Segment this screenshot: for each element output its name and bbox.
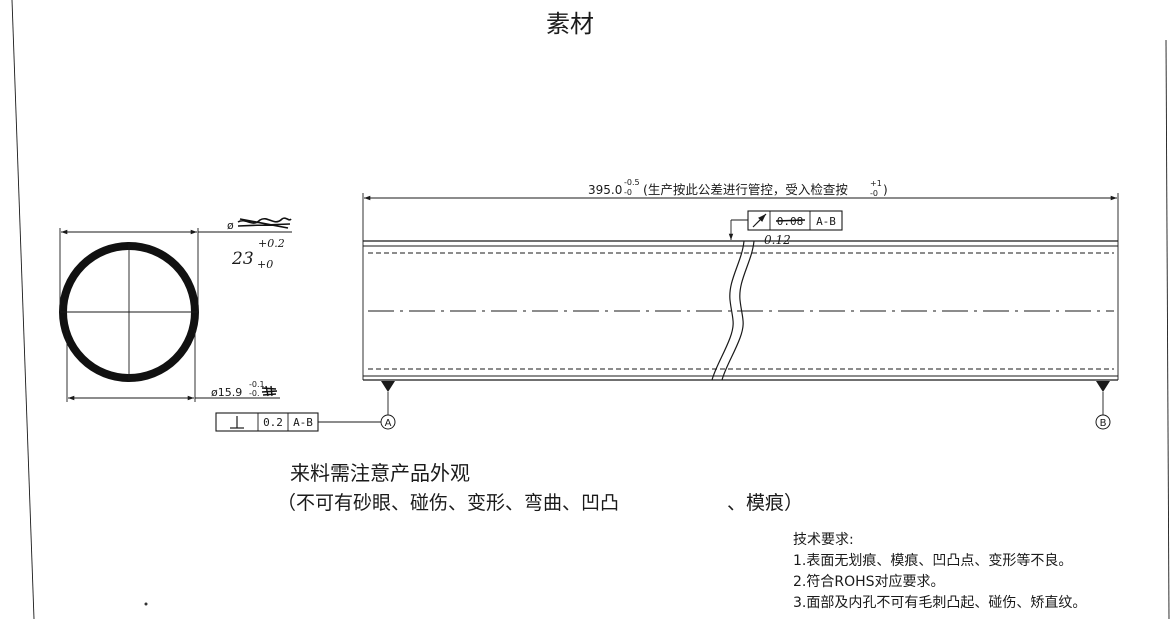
tech-requirements-heading: 技术要求:	[793, 532, 854, 548]
perpendicularity-datum: A-B	[293, 416, 313, 429]
tech-requirement-1: 1.表面无划痕、模痕、凹凸点、变形等不良。	[793, 552, 1072, 569]
end-view: ø 23 +0.2 +0 ø15.9 -0.1 -0. 0.2 A-B	[59, 217, 381, 432]
outer-dim-handwritten-value: 23	[231, 249, 254, 269]
length-dim-note-close: )	[883, 183, 888, 197]
datum-b: B	[1095, 381, 1111, 430]
appearance-note-line1: 来料需注意产品外观	[290, 461, 470, 485]
break-line-left	[711, 240, 745, 381]
appearance-note-line2-end: 、模痕）	[727, 492, 803, 514]
tech-requirement-3: 3.面部及内孔不可有毛刺凸起、碰伤、矫直纹。	[793, 594, 1086, 611]
length-dim-value: 395.0	[588, 183, 622, 197]
length-dim-note-tol-lower: -0	[870, 189, 878, 198]
drawing-title: 素材	[546, 10, 594, 38]
outer-dim-scribble	[237, 217, 292, 229]
runout-icon	[752, 213, 767, 228]
scan-speck	[144, 602, 148, 606]
length-dim-note: (生产按此公差进行管控，受入检查按	[643, 182, 848, 197]
runout-datum: A-B	[816, 215, 836, 228]
datum-a-triangle	[381, 381, 395, 392]
datum-a-label: A	[385, 418, 392, 429]
inner-dim-tol-lower: -0.	[249, 389, 260, 398]
side-view: 395.0 -0.5 -0 (生产按此公差进行管控，受入检查按 +1 -0 ) …	[362, 178, 1119, 430]
datum-b-bubble	[1095, 414, 1111, 430]
datum-b-triangle	[1096, 381, 1110, 392]
paper-edge-right	[1165, 39, 1170, 619]
perpendicularity-frame: 0.2 A-B	[215, 412, 381, 432]
runout-tolerance-strike	[775, 219, 806, 222]
datum-a-bubble	[380, 414, 396, 430]
perpendicularity-tolerance: 0.2	[263, 416, 283, 429]
outer-dim-tol-upper: +0.2	[258, 237, 285, 250]
paper-edge-left	[11, 0, 35, 619]
inner-dim-value: ø15.9	[211, 386, 242, 399]
inner-dim-scribble	[261, 385, 278, 397]
length-dim-tol-upper: -0.5	[624, 178, 640, 187]
outer-dim-tol-lower: +0	[257, 258, 273, 271]
runout-handwritten-tolerance: 0.12	[764, 233, 791, 247]
appearance-note-line2-start: （不可有砂眼、碰伤、变形、弯曲、凹凸	[277, 492, 619, 514]
datum-b-label: B	[1100, 418, 1107, 429]
break-line-right	[721, 240, 755, 381]
tech-requirements: 技术要求: 1.表面无划痕、模痕、凹凸点、变形等不良。 2.符合ROHS对应要求…	[793, 532, 1086, 611]
outer-dim-prefix: ø	[227, 219, 234, 232]
runout-frame: 0.08 A-B 0.12	[728, 210, 843, 247]
runout-tolerance: 0.08	[777, 215, 804, 228]
tech-requirement-2: 2.符合ROHS对应要求。	[793, 573, 945, 590]
length-dim-tol-lower: -0	[624, 188, 632, 197]
inner-dim-tol-upper: -0.1	[249, 380, 265, 389]
datum-a: A	[380, 381, 396, 430]
perpendicularity-icon	[230, 416, 244, 429]
length-dim-note-tol-upper: +1	[870, 179, 882, 188]
